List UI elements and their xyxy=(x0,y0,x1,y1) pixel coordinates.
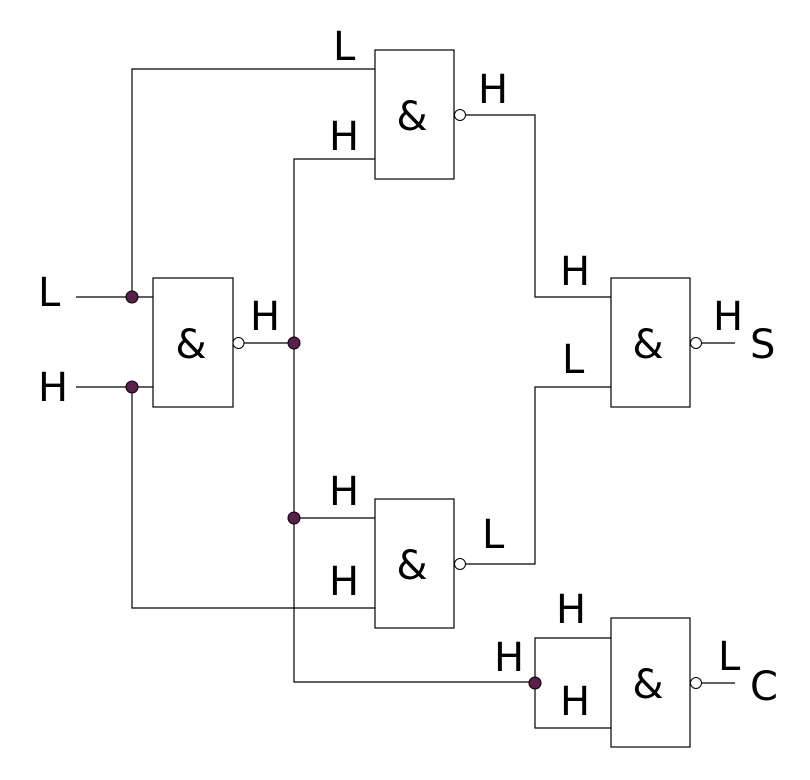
gate-3-symbol: & xyxy=(396,543,427,589)
gate-1-symbol: & xyxy=(175,322,206,368)
gate-3-body xyxy=(374,498,455,629)
label-output-carry: C xyxy=(750,664,778,710)
wire-g1-to-g5 xyxy=(293,518,535,683)
gate-4-symbol: & xyxy=(632,322,663,368)
junction-g1-output xyxy=(287,336,301,350)
label-g3-input-bottom: H xyxy=(329,559,359,605)
label-input-a: L xyxy=(38,270,61,316)
junction-input-b xyxy=(125,380,139,394)
label-g2-output: H xyxy=(478,67,508,113)
wire-g1-to-g2 xyxy=(293,158,375,343)
gate-2-body xyxy=(374,49,455,180)
junction-input-a xyxy=(125,290,139,304)
label-g4-input-bottom: L xyxy=(562,337,585,383)
gate-5-body xyxy=(610,617,691,748)
junctions xyxy=(125,290,542,690)
gate-4-inverter-bubble xyxy=(690,337,702,349)
gate-3-inverter-bubble xyxy=(454,558,466,570)
label-g5-input-bottom: H xyxy=(560,679,590,725)
label-g1-output: H xyxy=(250,294,280,340)
label-g4-input-top: H xyxy=(560,249,590,295)
label-g4-output: H xyxy=(713,294,743,340)
gate-2-inverter-bubble xyxy=(454,109,466,121)
label-g2-input-top: L xyxy=(333,24,356,70)
wires xyxy=(76,68,735,729)
junction-g3-input xyxy=(287,511,301,525)
label-g5-input-top: H xyxy=(556,587,586,633)
gate-3: & xyxy=(374,498,466,629)
label-output-sum: S xyxy=(750,322,775,368)
gate-4: & xyxy=(610,277,702,408)
wire-g2-to-g4 xyxy=(466,114,611,298)
wire-a-to-g2 xyxy=(131,68,375,297)
junction-g5-input xyxy=(528,676,542,690)
gate-2: & xyxy=(374,49,466,180)
gate-5: & xyxy=(610,617,702,748)
gate-1: & xyxy=(152,277,245,408)
gate-5-inverter-bubble xyxy=(690,677,702,689)
gate-5-symbol: & xyxy=(632,662,663,708)
label-input-b: H xyxy=(38,365,68,411)
gate-2-symbol: & xyxy=(396,94,427,140)
label-g3-output: L xyxy=(482,512,505,558)
label-g2-input-bottom: H xyxy=(329,114,359,160)
gate-4-body xyxy=(610,277,691,408)
label-g5-input-left: H xyxy=(494,635,524,681)
label-g3-input-top: H xyxy=(329,469,359,515)
signal-labels: L H H L H H H H L H L H H H H L S C xyxy=(38,24,778,725)
gate-1-body xyxy=(152,277,234,408)
gate-1-inverter-bubble xyxy=(232,337,245,349)
label-g5-output: L xyxy=(718,634,741,680)
wire-g3-to-g4 xyxy=(466,386,611,565)
